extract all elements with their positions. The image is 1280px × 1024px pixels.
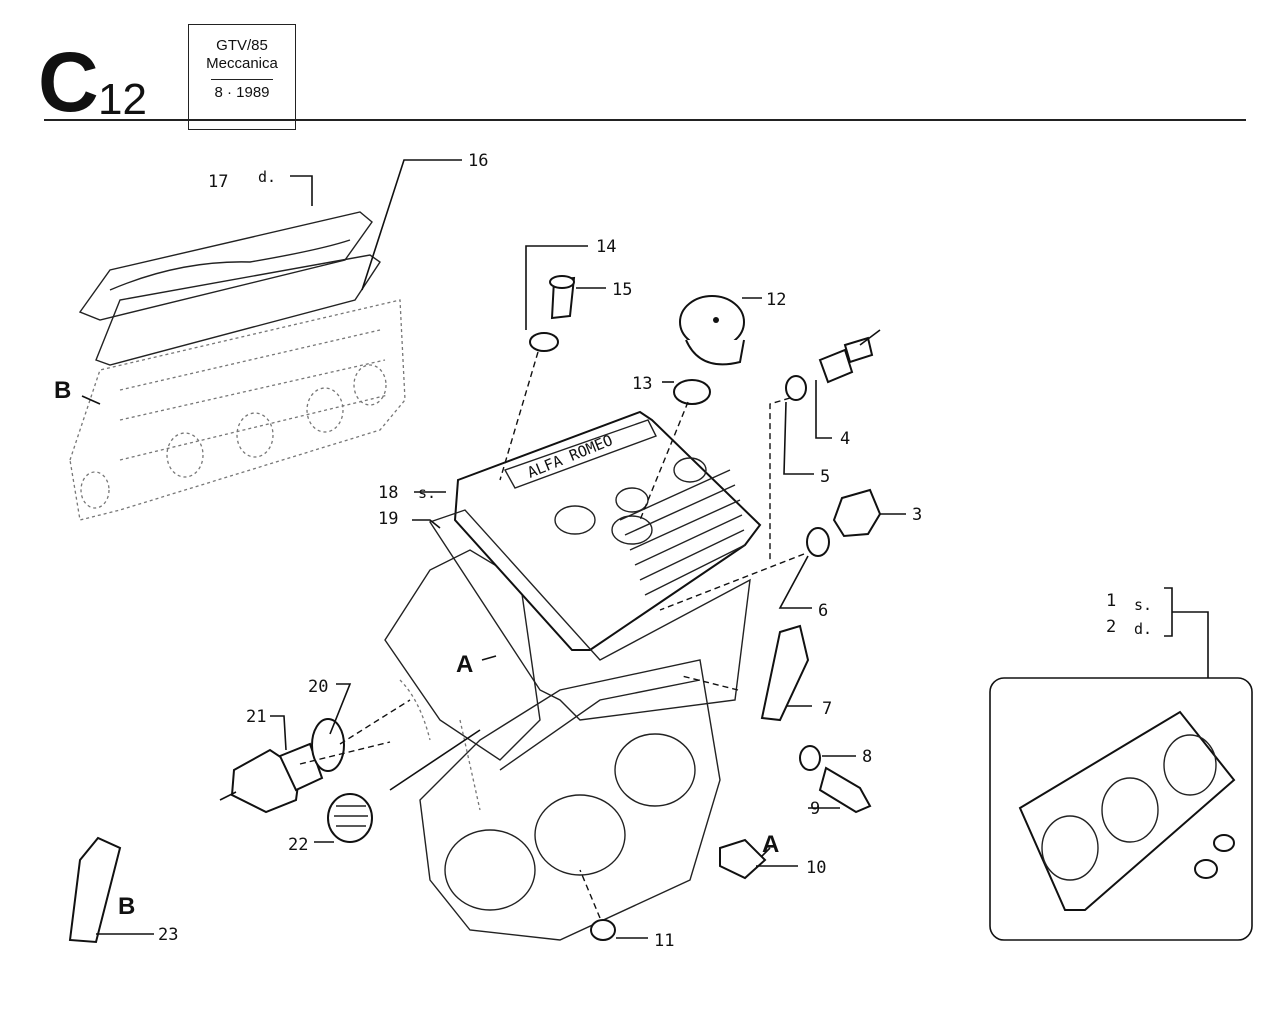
callout-19: 19 [378, 509, 398, 529]
callout-13: 13 [632, 374, 652, 394]
threaded-plug [327, 793, 373, 843]
ref-letter-b-bracket: B [118, 893, 135, 920]
section-number: 12 [98, 75, 147, 124]
side-mark-18: s. [418, 484, 436, 502]
title-divider [211, 79, 273, 80]
date-label: 8 · 1989 [214, 84, 270, 101]
callout-21: 21 [246, 707, 266, 727]
leader-lines [81, 159, 1209, 939]
sensor-washer [311, 718, 345, 772]
blanking-cap [719, 838, 767, 880]
callout-1: 1 [1106, 591, 1116, 611]
header-rule [44, 119, 1246, 121]
callout-18: 18 [378, 483, 398, 503]
ref-letter-a-cap: A [762, 831, 779, 858]
bolt-washer [529, 332, 559, 352]
ref-letter-a-cover: A [456, 651, 473, 678]
stud-washer [785, 375, 807, 401]
section-letter: C [38, 35, 99, 129]
side-mark-17: d. [258, 168, 276, 186]
group-label: Meccanica [206, 55, 278, 72]
callout-15: 15 [612, 280, 632, 300]
callout-10: 10 [806, 858, 826, 878]
callout-22: 22 [288, 835, 308, 855]
callout-11: 11 [654, 931, 674, 951]
bracket-bolt [818, 766, 872, 814]
bracket-b [68, 836, 122, 944]
gasket-o-ring-lower [1194, 859, 1218, 879]
callout-17: 17 [208, 172, 228, 192]
seal-ring [590, 919, 616, 941]
callout-12: 12 [766, 290, 786, 310]
cover-gasket [428, 509, 751, 721]
model-label: GTV/85 [216, 37, 268, 54]
callout-3: 3 [912, 505, 922, 525]
cylinder-head-upper [69, 211, 406, 521]
oil-filler-cap [679, 295, 745, 366]
title-block: GTV/85 Meccanica 8 · 1989 [188, 24, 296, 130]
callout-5: 5 [820, 467, 830, 487]
callout-8: 8 [862, 747, 872, 767]
callout-16: 16 [468, 151, 488, 171]
callout-23: 23 [158, 925, 178, 945]
cam-cover: ALFA ROMEO [453, 410, 762, 651]
callout-14: 14 [596, 237, 616, 257]
ref-letter-b-head: B [54, 377, 71, 404]
temp-sensor [219, 742, 324, 814]
side-mark-1: s. [1134, 596, 1152, 614]
gasket-o-ring-upper [1213, 834, 1235, 852]
callout-9: 9 [810, 799, 820, 819]
lifting-bracket [760, 624, 810, 722]
head-gasket [1018, 710, 1236, 911]
bracket-washer [799, 745, 821, 771]
callout-2: 2 [1106, 617, 1116, 637]
filler-cap-seal [673, 379, 711, 405]
inset-box [989, 677, 1253, 941]
callout-7: 7 [822, 699, 832, 719]
callout-6: 6 [818, 601, 828, 621]
stud-nut [818, 329, 881, 384]
callout-4: 4 [840, 429, 850, 449]
plug [832, 488, 882, 538]
side-mark-2: d. [1134, 620, 1152, 638]
engine-block [384, 549, 721, 941]
cover-bolt [549, 275, 576, 320]
plug-washer [806, 527, 830, 557]
callout-20: 20 [308, 677, 328, 697]
